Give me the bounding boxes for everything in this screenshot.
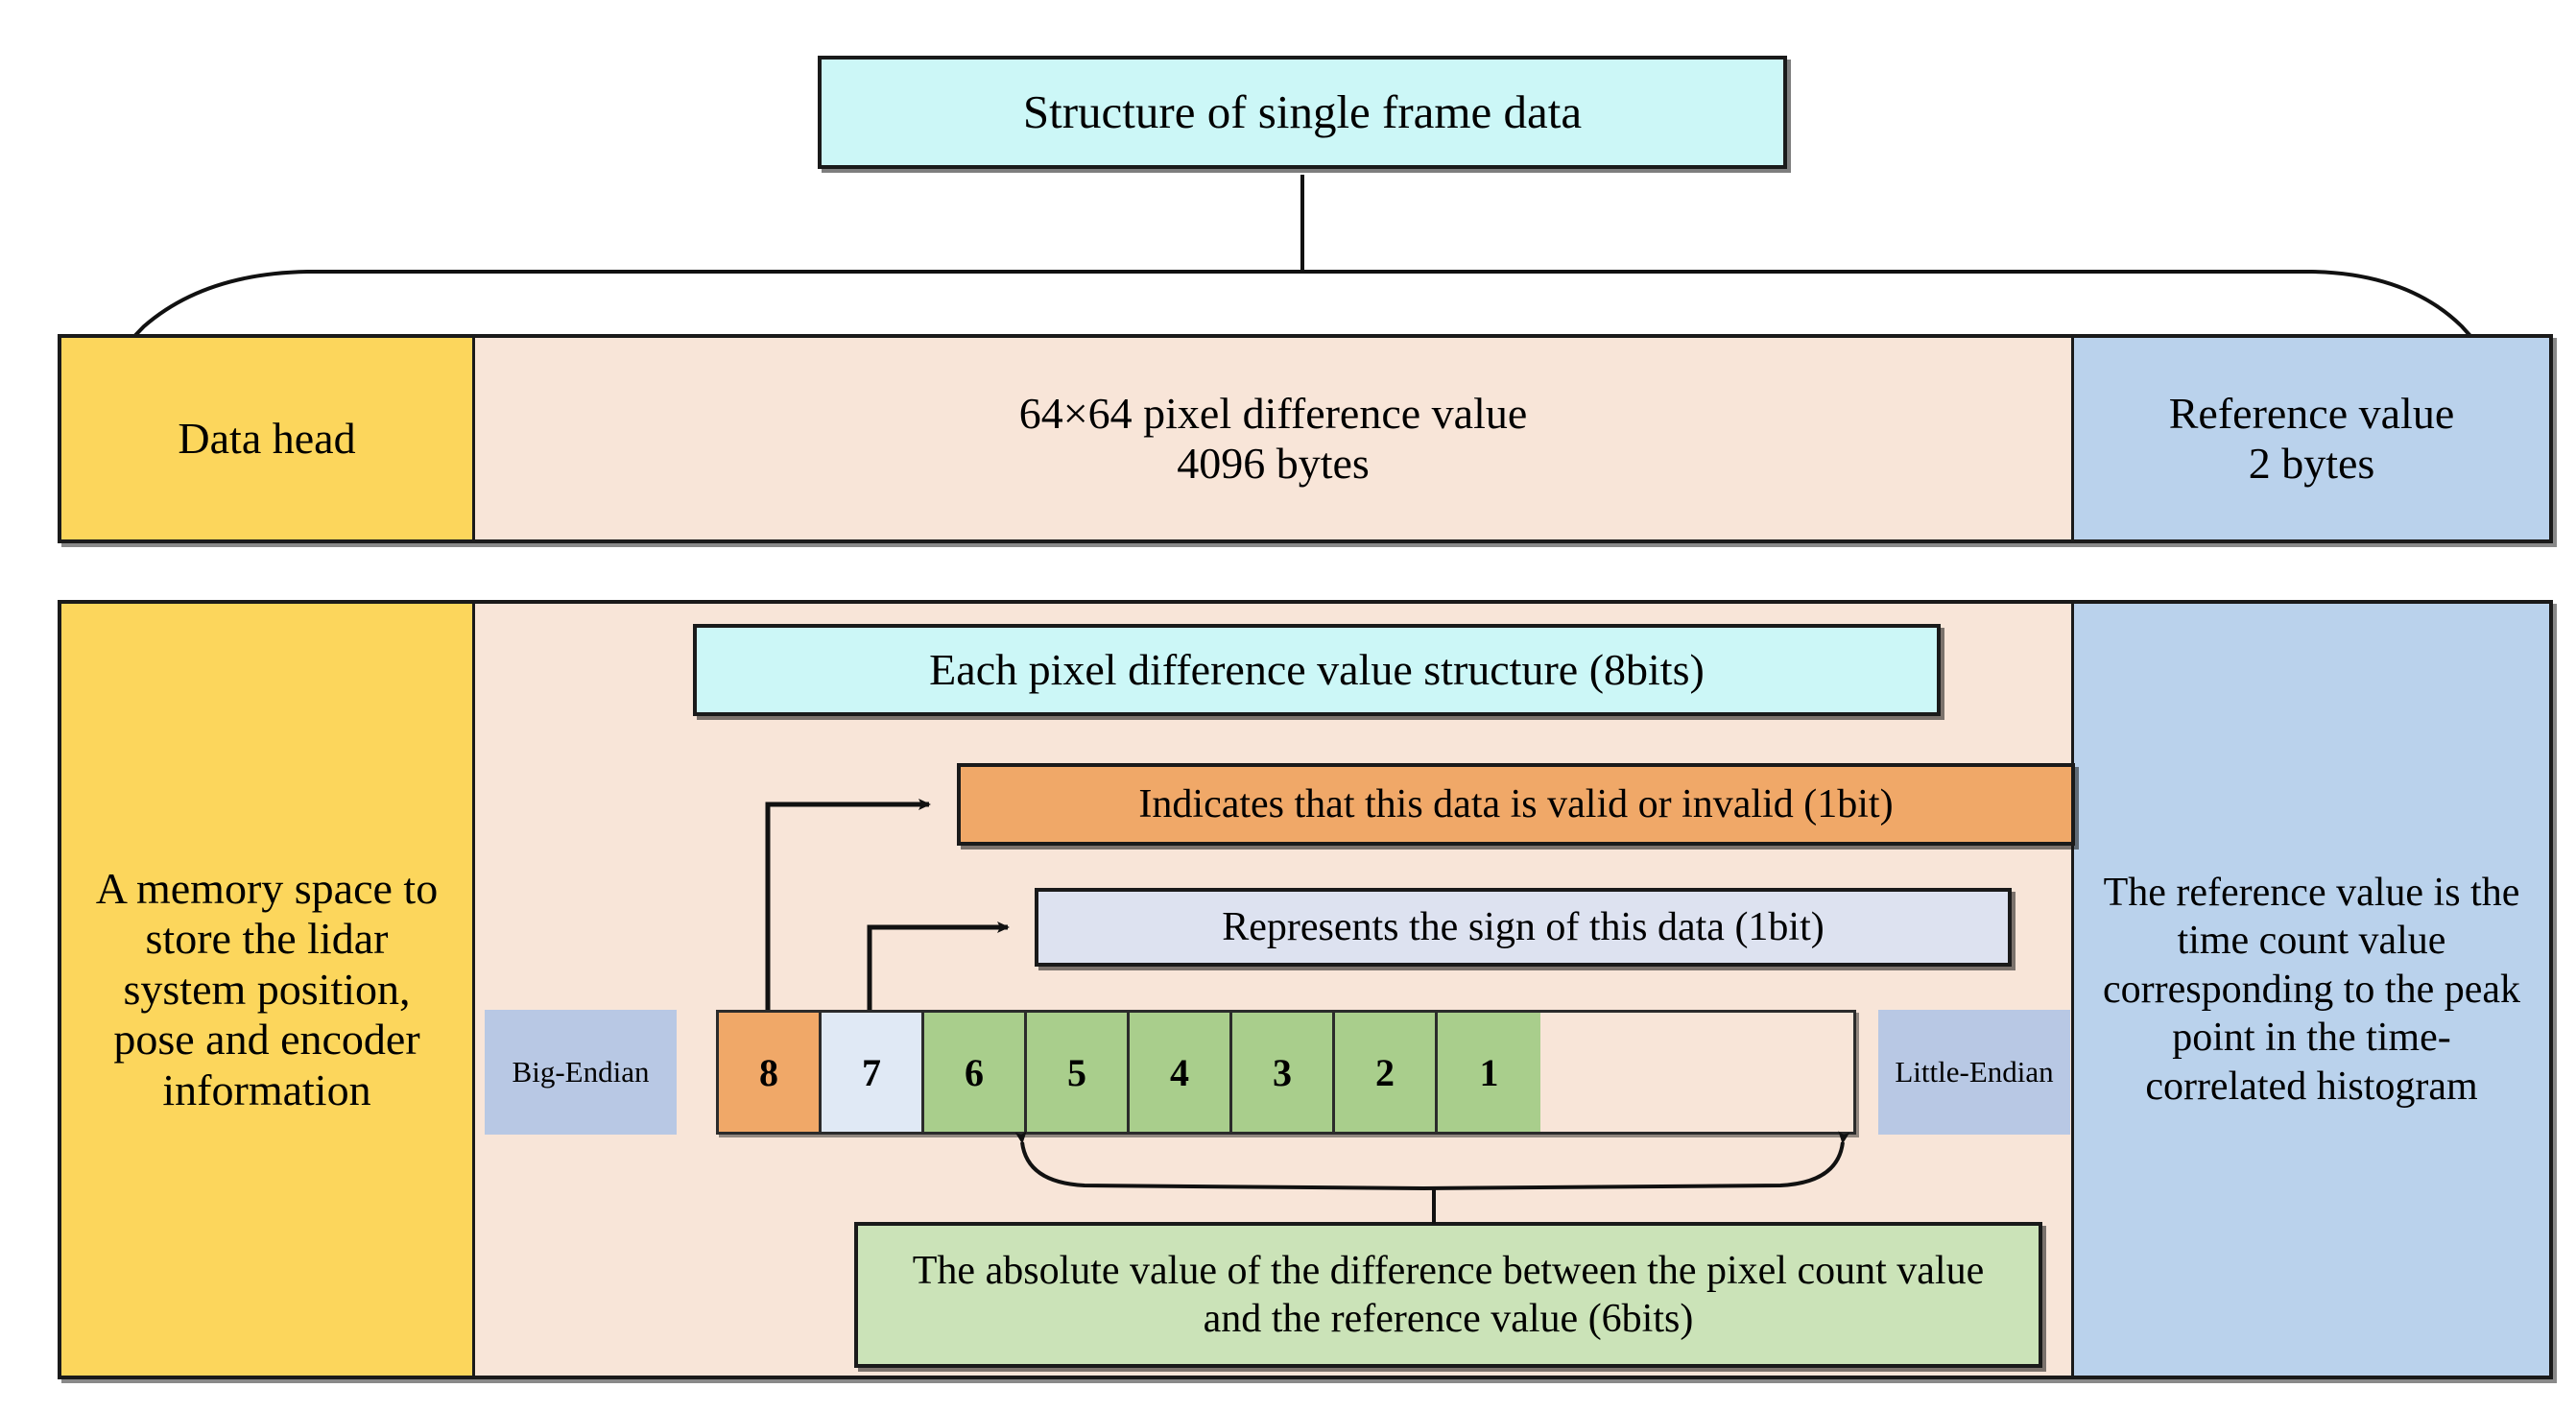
callout-valid-flag-text: Indicates that this data is valid or inv… (1138, 781, 1894, 826)
callout-valid-flag: Indicates that this data is valid or inv… (957, 763, 2075, 846)
bit-cell-3-label: 3 (1273, 1050, 1292, 1094)
frame-segment-pixel-difference-line2: 4096 bytes (1177, 439, 1370, 488)
diagram-title: Structure of single frame data (1022, 84, 1583, 138)
frame-segment-pixel-difference: 64×64 pixel difference value 4096 bytes (472, 338, 2071, 539)
detail-column-reference-value-text: The reference value is the time count va… (2102, 871, 2521, 1109)
bit-cell-2[interactable]: 2 (1335, 1013, 1438, 1132)
bit-cell-3[interactable]: 3 (1232, 1013, 1335, 1132)
frame-segment-pixel-difference-line1: 64×64 pixel difference value (1018, 388, 1528, 438)
bit-cell-1[interactable]: 1 (1438, 1013, 1540, 1132)
bit-cell-5[interactable]: 5 (1027, 1013, 1130, 1132)
detail-column-data-head: A memory space to store the lidar system… (61, 604, 472, 1376)
frame-segment-reference-value-line2: 2 bytes (2248, 439, 2375, 488)
bit-cell-8[interactable]: 8 (719, 1013, 822, 1132)
bit-cell-1-label: 1 (1479, 1050, 1499, 1094)
bit-cell-4-label: 4 (1170, 1050, 1189, 1094)
bit-cell-8-label: 8 (759, 1050, 778, 1094)
pixel-structure-subtitle-box: Each pixel difference value structure (8… (693, 624, 1941, 716)
callout-sign-bit-text: Represents the sign of this data (1bit) (1222, 904, 1825, 949)
bit-field-row: 8 7 6 5 4 3 2 1 (716, 1010, 1856, 1135)
big-endian-label-box: Big-Endian (485, 1010, 677, 1135)
bit-cell-7[interactable]: 7 (822, 1013, 924, 1132)
bit-cell-7-label: 7 (862, 1050, 881, 1094)
frame-structure-bar: Data head 64×64 pixel difference value 4… (58, 334, 2553, 543)
bit-cell-6-label: 6 (965, 1050, 984, 1094)
diagram-title-box: Structure of single frame data (818, 56, 1787, 169)
frame-segment-reference-value: Reference value 2 bytes (2071, 338, 2549, 539)
bit-cell-6[interactable]: 6 (924, 1013, 1027, 1132)
little-endian-label-box: Little-Endian (1878, 1010, 2070, 1135)
big-endian-label: Big-Endian (512, 1055, 650, 1089)
little-endian-label: Little-Endian (1895, 1055, 2054, 1089)
frame-segment-data-head-label: Data head (178, 413, 356, 463)
callout-magnitude: The absolute value of the difference bet… (854, 1222, 2042, 1368)
detail-column-reference-value: The reference value is the time count va… (2071, 604, 2549, 1376)
bit-cell-5-label: 5 (1067, 1050, 1086, 1094)
pixel-structure-subtitle: Each pixel difference value structure (8… (929, 644, 1705, 694)
detail-column-data-head-text: A memory space to store the lidar system… (95, 863, 439, 1114)
callout-magnitude-text: The absolute value of the difference bet… (912, 1248, 1985, 1341)
frame-segment-reference-value-line1: Reference value (2168, 388, 2455, 438)
bit-cell-4[interactable]: 4 (1130, 1013, 1232, 1132)
callout-sign-bit: Represents the sign of this data (1bit) (1035, 888, 2012, 967)
bit-cell-2-label: 2 (1375, 1050, 1395, 1094)
frame-segment-data-head: Data head (61, 338, 472, 539)
